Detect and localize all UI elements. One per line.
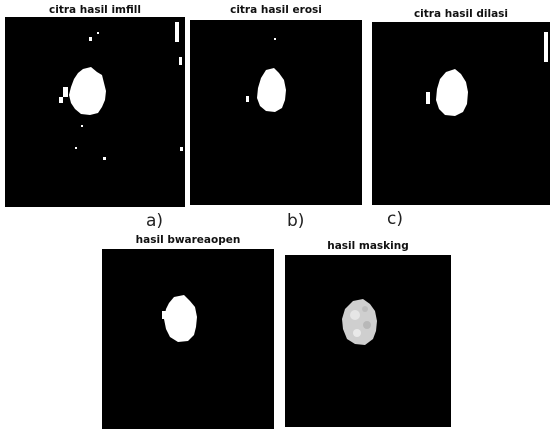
caption-a: a) <box>146 211 164 231</box>
dilasi-object <box>436 69 468 116</box>
caption-b: b) <box>287 211 305 231</box>
erosi-object <box>257 68 286 112</box>
dilasi-title: citra hasil dilasi <box>413 8 509 20</box>
imfill-object <box>69 67 106 115</box>
erosi-fragment <box>246 96 249 102</box>
erosi-image-svg <box>190 20 362 205</box>
erosi-image <box>190 20 362 205</box>
imfill-fragment <box>63 87 68 97</box>
imfill-noise <box>81 125 83 127</box>
imfill-noise <box>89 37 92 41</box>
masking-image <box>285 255 451 427</box>
dilasi-image <box>372 22 550 205</box>
dilasi-noise <box>544 32 548 62</box>
masking-image-svg <box>285 255 451 427</box>
imfill-noise <box>179 57 182 65</box>
masking-texture <box>350 310 360 320</box>
bwareaopen-object <box>164 295 197 342</box>
imfill-fragment <box>59 97 63 103</box>
bwareaopen-image <box>102 249 274 429</box>
imfill-image <box>5 17 185 207</box>
masking-texture <box>362 306 368 312</box>
masking-texture <box>353 329 361 337</box>
bwareaopen-title: hasil bwareaopen <box>135 234 241 246</box>
imfill-image-svg <box>5 17 185 207</box>
dilasi-image-svg <box>372 22 550 205</box>
imfill-noise <box>180 147 183 151</box>
masking-title: hasil masking <box>327 240 409 252</box>
imfill-noise <box>75 147 77 149</box>
imfill-noise <box>175 22 179 42</box>
erosi-title: citra hasil erosi <box>230 4 322 16</box>
bwareaopen-image-svg <box>102 249 274 429</box>
imfill-noise <box>103 157 106 160</box>
masking-object <box>342 299 377 345</box>
caption-c: c) <box>387 209 403 229</box>
imfill-title: citra hasil imfill <box>49 4 141 16</box>
masking-texture <box>363 321 371 329</box>
dilasi-background <box>372 22 550 205</box>
erosi-noise <box>274 38 276 40</box>
erosi-background <box>190 20 362 205</box>
imfill-noise <box>97 32 99 34</box>
bwareaopen-fragment <box>162 311 166 319</box>
dilasi-fragment <box>426 92 430 104</box>
